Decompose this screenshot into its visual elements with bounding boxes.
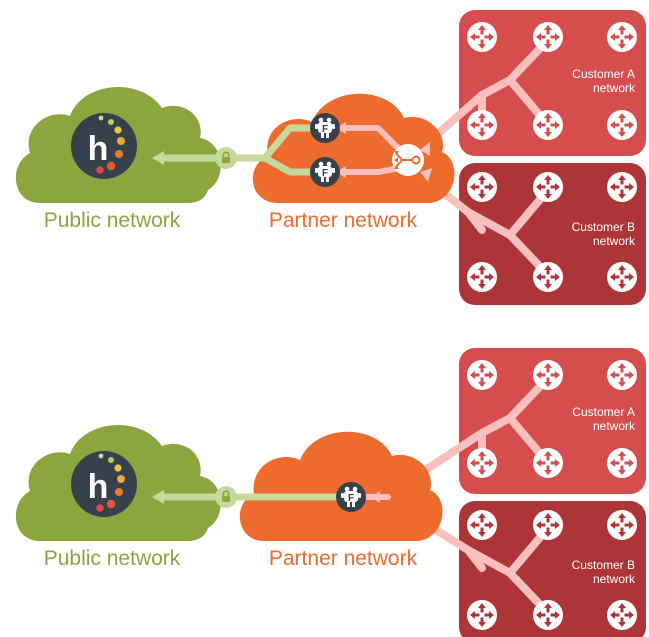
partner-network-cloud [252,93,455,203]
router-icon [607,600,637,630]
customer-b-network-box [459,501,646,637]
customer-a-label-line2: network [593,81,636,95]
arrowhead [152,151,164,165]
arrowhead [336,166,346,178]
arrowhead [152,490,164,504]
router-icon [533,600,563,630]
router-icon [607,510,637,540]
router-icon [467,510,497,540]
router-icon [467,22,497,52]
firewall-letter: F [322,124,328,135]
lock-icon [214,146,238,170]
router-icon [467,448,497,478]
customer-a-label-line2: network [593,419,636,433]
router-icon [467,600,497,630]
secure-link [156,124,316,176]
router-icon [607,448,637,478]
router-icon [607,360,637,390]
router-icon [607,22,637,52]
customer-b-label-line2: network [593,572,636,586]
arrowhead [336,122,346,134]
router-icon [533,172,563,202]
router-icon [533,262,563,292]
customer-a-label-line1: Customer A [572,67,635,81]
lock-icon [214,485,238,509]
hub-letter: h [88,468,109,506]
customer-a-label-line1: Customer A [572,405,635,419]
router-icon [533,360,563,390]
customer-b-label-line1: Customer B [572,558,635,572]
router-icon [533,510,563,540]
public-network-label: Public network [44,209,181,232]
arrowhead [420,142,430,156]
public-network-label: Public network [44,547,181,570]
router-icon [533,448,563,478]
hub-letter: h [88,130,109,168]
top-diagram: Customer A network Customer B network h [15,10,646,305]
balancer-links [339,125,403,175]
load-balancer-icon [392,144,424,176]
router-icon [533,22,563,52]
customer-b-label-line1: Customer B [572,220,635,234]
bottom-diagram: Customer A network Customer B network h … [15,348,646,637]
firewall-letter: F [348,493,354,504]
partner-network-label: Partner network [269,547,418,570]
arrowhead [370,491,380,503]
router-icon [467,110,497,140]
arrowhead [420,168,432,182]
router-icon [607,172,637,202]
firewall-letter: F [322,168,328,179]
router-icon [607,110,637,140]
customer-b-network-box [459,163,646,305]
router-icon [607,262,637,292]
partner-network-label: Partner network [269,209,418,232]
customer-b-label-line2: network [593,234,636,248]
router-icon [533,110,563,140]
router-icon [467,360,497,390]
router-icon [467,262,497,292]
customer-a-network-box [459,348,646,494]
customer-a-network-box [459,10,646,156]
router-icon [467,172,497,202]
